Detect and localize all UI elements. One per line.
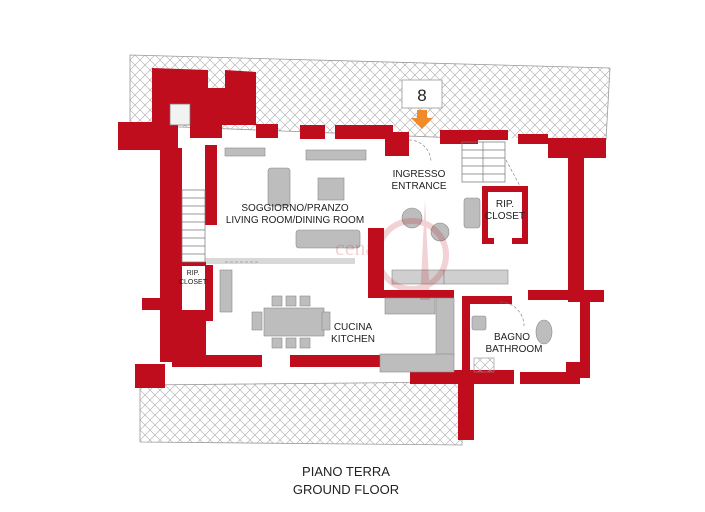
entrance-number: 8 [417,86,426,105]
door-swings [225,139,525,327]
closet-right-label-en: CLOSET [485,211,525,222]
closet-right-label: RIP. [496,199,514,210]
closet-left-label: RIP. [187,270,200,277]
bathroom-label-en: BATHROOM [485,344,542,355]
kitchen-label: CUCINA [334,322,373,333]
walls [118,68,606,440]
floor-title-it: PIANO TERRA [302,464,390,479]
staircase [169,103,506,263]
entrance-arrow-icon [411,110,433,129]
svg-text:cena: cena [335,235,376,260]
living-room-label-en: LIVING ROOM/DINING ROOM [226,215,364,226]
bathroom-label: BAGNO [494,332,530,343]
living-room-label: SOGGIORNO/PRANZO [241,203,348,214]
entrance-room-label-en: ENTRANCE [391,181,446,192]
entrance-marker: 8 [401,79,443,129]
floor-caption: PIANO TERRA GROUND FLOOR [293,464,399,497]
entrance-number-box [401,79,443,109]
watermark-logo: cena [335,200,449,300]
furniture [219,147,553,373]
entrance-room-label: INGRESSO [393,169,446,180]
floor-title-en: GROUND FLOOR [293,482,399,497]
closet-left-label-en: CLOSET [179,279,208,286]
kitchen-label-en: KITCHEN [331,334,375,345]
room-labels: SOGGIORNO/PRANZO LIVING ROOM/DINING ROOM… [179,169,543,355]
